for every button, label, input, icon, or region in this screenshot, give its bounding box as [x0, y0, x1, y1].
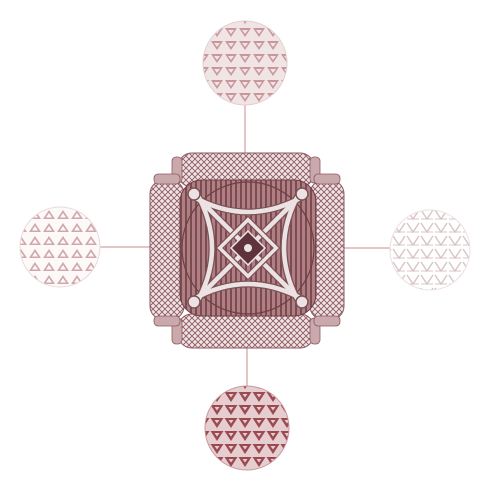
inner-diamond	[215, 215, 281, 281]
mesh-cylinder-bottom	[171, 313, 321, 349]
central-structure	[149, 152, 345, 349]
detail-circle-bottom	[204, 385, 290, 471]
detail-circle-left	[19, 206, 101, 288]
detail-circle-top	[202, 20, 288, 106]
detail-circle-right	[389, 209, 471, 291]
frame-arches	[188, 188, 308, 308]
mesh-cylinder-right	[309, 173, 345, 327]
mesh-cylinder-left	[149, 173, 185, 327]
corner-joints	[187, 187, 309, 309]
